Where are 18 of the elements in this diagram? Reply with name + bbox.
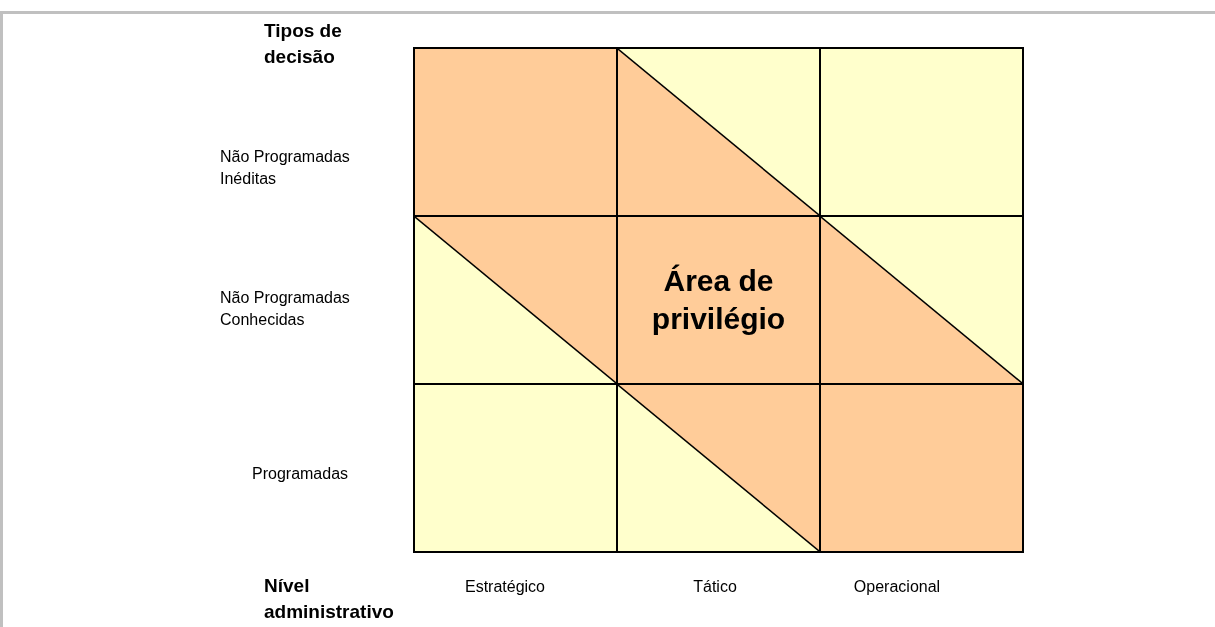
grid-cell bbox=[413, 383, 618, 553]
axis-label: Programadas bbox=[252, 464, 350, 484]
highlighted-cell bbox=[616, 215, 821, 385]
grid-cell bbox=[819, 383, 1024, 553]
grid-cell bbox=[819, 47, 1024, 217]
axis-label: Operacional bbox=[852, 577, 942, 597]
grid-cell bbox=[616, 383, 821, 553]
cell-title: Área de privilégio bbox=[650, 263, 787, 337]
grid-cell bbox=[819, 215, 1024, 385]
grid-cell bbox=[413, 215, 618, 385]
grid-cell bbox=[616, 47, 821, 217]
grid-cell bbox=[413, 47, 618, 217]
axis-label: Não Programadas Conhecidas bbox=[220, 288, 351, 330]
axis-label: Não Programadas Inéditas bbox=[220, 147, 351, 189]
axis-title: Nível administrativo bbox=[264, 574, 395, 624]
axis-title: Tipos de decisão bbox=[264, 19, 343, 69]
axis-label: Tático bbox=[692, 577, 738, 597]
axis-label: Estratégico bbox=[463, 577, 546, 597]
